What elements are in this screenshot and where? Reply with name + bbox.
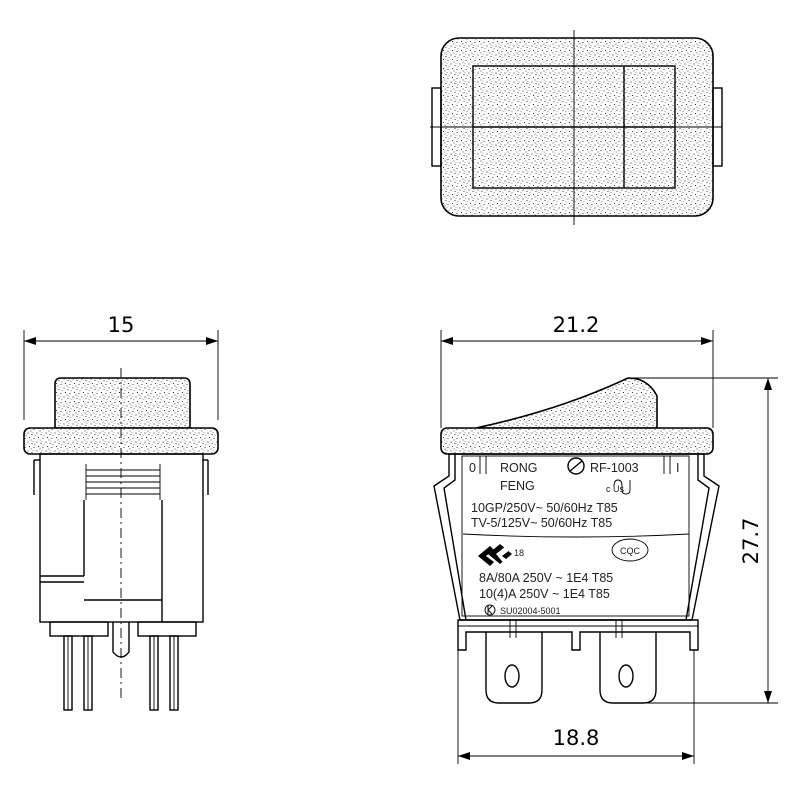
front-view: 21.2 27.7 0 I RONG FENG bbox=[433, 313, 778, 764]
dim-front-height: 27.7 bbox=[739, 518, 763, 565]
front-view-rocker bbox=[475, 377, 658, 429]
kc-mark-icon bbox=[484, 604, 496, 616]
top-view-tab-right bbox=[712, 87, 723, 167]
label-enec-number: 18 bbox=[514, 548, 524, 558]
label-rating-line4: 10(4)A 250V ~ 1E4 T85 bbox=[479, 587, 610, 601]
dim-side-width: 15 bbox=[108, 313, 135, 337]
front-view-label-plate bbox=[461, 455, 690, 617]
label-brand-line2: FENG bbox=[500, 479, 535, 493]
front-view-terminal-left bbox=[485, 620, 543, 704]
side-view-body bbox=[39, 453, 204, 623]
front-view-terminal-right bbox=[599, 620, 657, 704]
svg-text:CQC: CQC bbox=[620, 546, 641, 556]
label-rating-line2: TV-5/125V~ 50/60Hz T85 bbox=[471, 516, 612, 530]
label-model: RF-1003 bbox=[590, 461, 639, 475]
side-view: 15 bbox=[23, 313, 219, 711]
side-view-rocker bbox=[54, 377, 191, 429]
top-view-tab-left bbox=[431, 87, 442, 167]
enec-mark-icon bbox=[478, 544, 512, 566]
top-view bbox=[430, 30, 723, 225]
screw-icon bbox=[567, 457, 585, 475]
cqc-mark-icon: CQC bbox=[611, 538, 649, 562]
label-rating-line3: 8A/80A 250V ~ 1E4 T85 bbox=[479, 571, 613, 585]
label-off-position: 0 bbox=[469, 461, 476, 475]
dim-front-width: 21.2 bbox=[553, 313, 600, 337]
label-brand-line1: RONG bbox=[500, 461, 538, 475]
label-rating-line1: 10GP/250V~ 50/60Hz T85 bbox=[471, 501, 618, 515]
front-view-flange bbox=[440, 427, 714, 455]
ul-mark-icon: c Us bbox=[606, 479, 631, 495]
dim-terminal-width: 18.8 bbox=[553, 726, 600, 750]
front-view-base bbox=[457, 619, 699, 651]
label-on-position: I bbox=[676, 461, 679, 475]
label-kc-code: SU02004-5001 bbox=[500, 606, 561, 616]
side-view-terminals bbox=[49, 621, 197, 711]
svg-text:c Us: c Us bbox=[606, 484, 625, 494]
